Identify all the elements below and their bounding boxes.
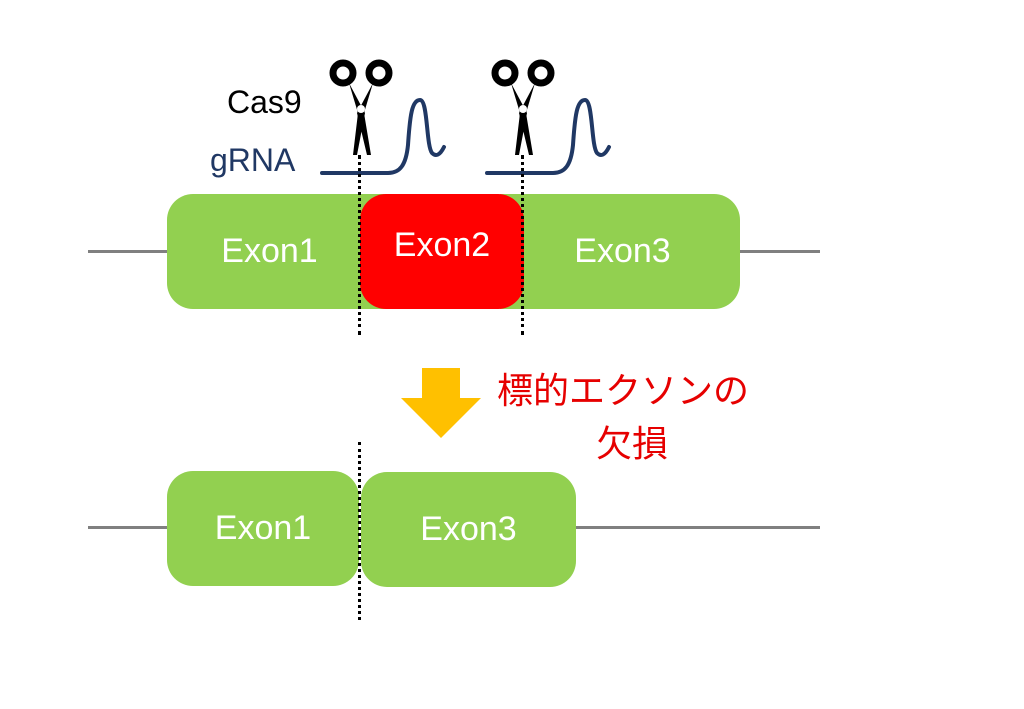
exon1-label: Exon1 — [221, 232, 318, 270]
arrow-down-icon — [401, 368, 481, 438]
scissors-icon — [491, 59, 555, 155]
cut-site-line-left — [358, 155, 361, 335]
cas9-label: Cas9 — [227, 84, 302, 120]
exon3-after-label: Exon3 — [420, 510, 517, 548]
exon1-after-label: Exon1 — [214, 509, 312, 547]
grna-strand-icon — [320, 97, 446, 175]
grna-strand-icon — [485, 97, 611, 175]
intron-line-right — [738, 250, 820, 253]
intron-line-left-after — [88, 526, 170, 529]
exon3-before: Exon3 — [500, 194, 740, 309]
annotation-line2: 欠損 — [596, 424, 669, 465]
cut-site-line-right — [521, 155, 524, 335]
exon1-after: Exon1 — [167, 471, 359, 586]
exon2-label: Exon2 — [393, 226, 491, 264]
annotation-line1: 標的エクソンの — [497, 371, 750, 412]
exon3-after: Exon3 — [361, 472, 576, 587]
grna-label: gRNA — [210, 142, 296, 178]
junction-line — [358, 442, 361, 620]
intron-line-left — [88, 250, 170, 253]
exon2-target: Exon2 — [360, 194, 524, 309]
scissors-icon — [329, 59, 393, 155]
exon3-label: Exon3 — [574, 232, 671, 270]
intron-line-right-after — [574, 526, 820, 529]
